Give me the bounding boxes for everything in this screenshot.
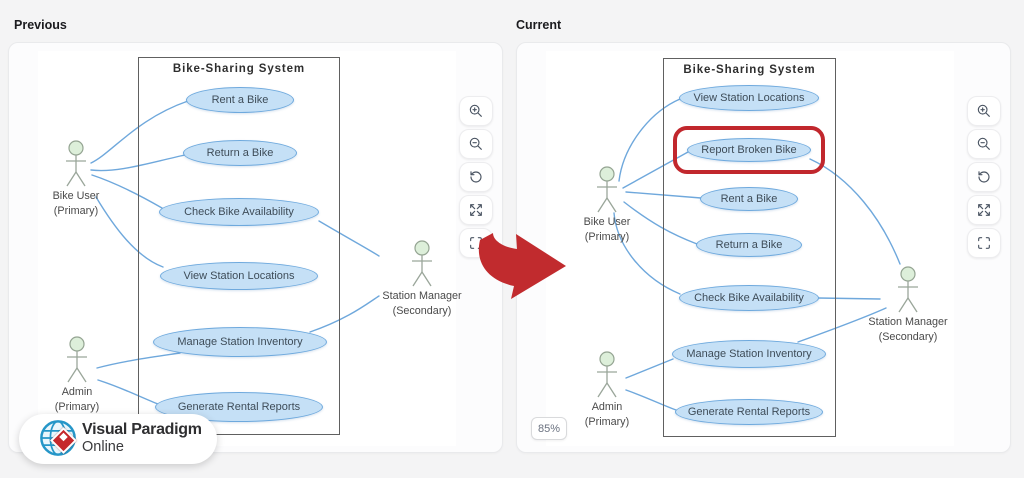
zoom-toolbar xyxy=(967,96,1001,258)
actor-bike-user: Bike User (Primary) xyxy=(575,166,639,243)
expand-icon xyxy=(470,204,482,216)
reset-view-icon xyxy=(978,171,990,183)
previous-label: Previous xyxy=(14,18,67,32)
zoom-in-button[interactable] xyxy=(459,96,493,126)
actor-station-manager: Station Manager (Secondary) xyxy=(858,266,958,343)
actor-name: Station Manager xyxy=(382,290,462,302)
usecase-generate-rental-reports: Generate Rental Reports xyxy=(675,399,823,425)
expand-button[interactable] xyxy=(459,195,493,225)
actor-figure-icon xyxy=(66,140,86,187)
usecase-manage-station-inventory: Manage Station Inventory xyxy=(153,327,327,357)
change-arrow-icon xyxy=(478,233,566,299)
actor-role: (Primary) xyxy=(584,230,630,243)
actor-role: (Secondary) xyxy=(878,330,938,343)
usecase-check-bike-availability: Check Bike Availability xyxy=(159,198,319,226)
usecase-report-broken-bike: Report Broken Bike xyxy=(687,138,811,162)
current-diagram-canvas: Bike-Sharing System View Station Locatio… xyxy=(546,51,954,446)
fullscreen-button[interactable] xyxy=(967,228,1001,258)
vp-diamond-notch xyxy=(59,432,68,442)
actor-name: Station Manager xyxy=(868,316,948,328)
actor-admin: Admin (Primary) xyxy=(45,336,109,413)
usecase-manage-station-inventory: Manage Station Inventory xyxy=(672,340,826,368)
current-panel: Bike-Sharing System View Station Locatio… xyxy=(516,42,1011,453)
usecase-view-station-locations: View Station Locations xyxy=(679,85,819,111)
actor-figure-icon xyxy=(412,240,432,287)
actor-admin: Admin (Primary) xyxy=(575,351,639,428)
actor-name: Admin xyxy=(591,401,623,413)
usecase-rent-a-bike: Rent a Bike xyxy=(700,187,798,211)
zoom-in-button[interactable] xyxy=(967,96,1001,126)
zoom-level-badge: 85% xyxy=(531,417,567,440)
actor-role: (Primary) xyxy=(584,415,630,428)
actor-bike-user: Bike User (Primary) xyxy=(44,140,108,217)
expand-button[interactable] xyxy=(967,195,1001,225)
usecase-check-bike-availability: Check Bike Availability xyxy=(679,285,819,311)
previous-diagram-canvas: Bike-Sharing System Rent a Bike Return a… xyxy=(38,51,462,446)
actor-name: Bike User xyxy=(583,216,631,228)
logo-text: Visual Paradigm Online xyxy=(82,421,202,455)
logo-name: Visual Paradigm xyxy=(82,421,202,438)
reset-view-button[interactable] xyxy=(459,162,493,192)
usecase-rent-a-bike: Rent a Bike xyxy=(186,87,294,113)
actor-role: (Primary) xyxy=(53,204,99,217)
system-title: Bike-Sharing System xyxy=(683,64,816,76)
usecase-return-a-bike: Return a Bike xyxy=(183,140,297,166)
actor-figure-icon xyxy=(898,266,918,313)
logo-product: Online xyxy=(82,439,124,455)
actor-figure-icon xyxy=(67,336,87,383)
reset-view-button[interactable] xyxy=(967,162,1001,192)
actor-figure-icon xyxy=(597,351,617,398)
highlight-box xyxy=(673,126,825,174)
zoom-in-icon xyxy=(977,104,990,117)
zoom-toolbar xyxy=(459,96,493,258)
previous-panel: Bike-Sharing System Rent a Bike Return a… xyxy=(8,42,503,453)
zoom-out-icon xyxy=(469,137,482,150)
fullscreen-icon xyxy=(978,237,990,249)
visual-paradigm-logo[interactable]: Visual Paradigm Online xyxy=(19,414,217,464)
usecase-view-station-locations: View Station Locations xyxy=(160,262,318,290)
actor-name: Admin xyxy=(61,386,93,398)
zoom-in-icon xyxy=(469,104,482,117)
actor-name: Bike User xyxy=(52,190,100,202)
system-title: Bike-Sharing System xyxy=(172,63,306,75)
zoom-out-button[interactable] xyxy=(967,129,1001,159)
system-boundary: Bike-Sharing System xyxy=(663,58,836,437)
zoom-out-icon xyxy=(977,137,990,150)
actor-role: (Secondary) xyxy=(392,304,452,317)
system-boundary: Bike-Sharing System xyxy=(138,57,340,435)
current-label: Current xyxy=(516,18,562,32)
usecase-return-a-bike: Return a Bike xyxy=(696,233,802,257)
actor-role: (Primary) xyxy=(54,400,100,413)
zoom-out-button[interactable] xyxy=(459,129,493,159)
actor-figure-icon xyxy=(597,166,617,213)
expand-icon xyxy=(978,204,990,216)
reset-view-icon xyxy=(470,171,482,183)
actor-station-manager: Station Manager (Secondary) xyxy=(372,240,472,317)
